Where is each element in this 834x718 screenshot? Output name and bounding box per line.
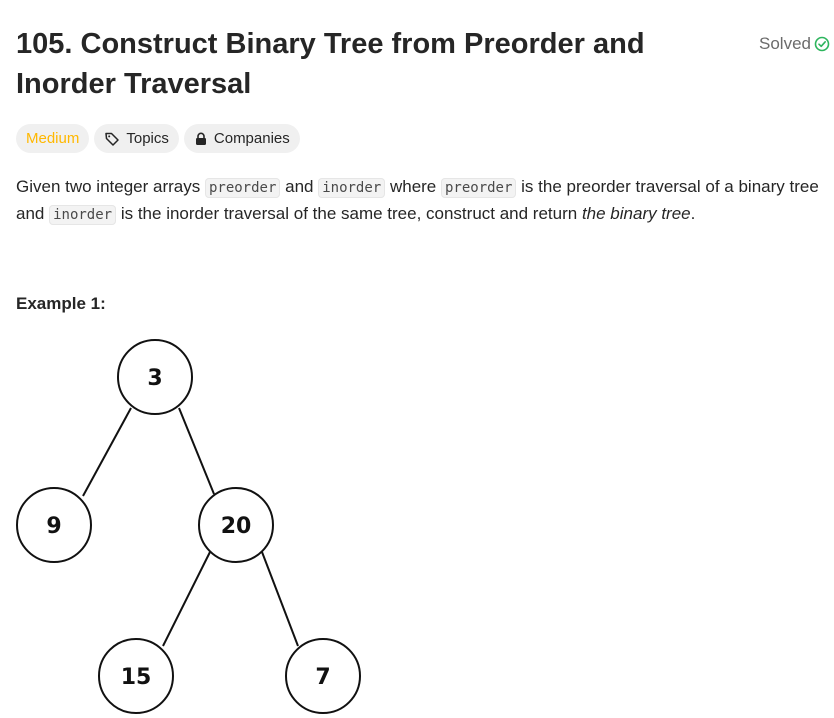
- description-emphasis: the binary tree: [581, 204, 691, 223]
- description-text: is the inorder traversal of the same tre…: [116, 204, 582, 223]
- tag-row: Medium Topics Companies: [16, 124, 300, 153]
- solved-status: Solved: [759, 34, 830, 54]
- tree-node: 7: [285, 638, 361, 714]
- tree-edge: [261, 551, 299, 647]
- tree-edge: [178, 407, 215, 495]
- code-inorder: inorder: [49, 205, 117, 225]
- check-circle-icon: [814, 36, 830, 52]
- example-heading: Example 1:: [16, 294, 106, 313]
- description-text: is the preorder traversal of a binary tr…: [16, 177, 819, 223]
- binary-tree-diagram: 3 9 20 15 7: [16, 339, 361, 714]
- node-label: 3: [147, 366, 162, 391]
- node-label: 20: [221, 514, 252, 539]
- difficulty-badge: Medium: [16, 124, 90, 153]
- node-label: 7: [315, 665, 330, 690]
- node-label: 15: [121, 665, 152, 690]
- tag-icon: [105, 132, 120, 146]
- tree-node: 20: [198, 487, 274, 563]
- problem-title: 105. Construct Binary Tree from Preorder…: [16, 28, 645, 100]
- tree-edge: [162, 551, 211, 647]
- companies-label: Companies: [213, 130, 290, 147]
- topics-label: Topics: [126, 130, 169, 147]
- tree-edge: [82, 407, 132, 497]
- code-inorder: inorder: [318, 178, 386, 198]
- tree-node: 9: [16, 487, 92, 563]
- description-text: where: [385, 177, 441, 196]
- tree-node: 3: [117, 339, 193, 415]
- code-preorder: preorder: [204, 178, 281, 198]
- node-label: 9: [46, 514, 61, 539]
- lock-icon: [195, 132, 206, 145]
- problem-description: Given two integer arrays preorder and in…: [16, 174, 822, 228]
- code-preorder: preorder: [440, 178, 517, 198]
- description-text: Given two integer arrays: [16, 177, 205, 196]
- description-text: .: [690, 204, 696, 223]
- difficulty-label: Medium: [26, 130, 80, 147]
- solved-label: Solved: [759, 34, 811, 53]
- tree-node: 15: [98, 638, 174, 714]
- companies-button[interactable]: Companies: [183, 124, 300, 153]
- topics-button[interactable]: Topics: [94, 124, 179, 153]
- description-text: and: [280, 177, 319, 196]
